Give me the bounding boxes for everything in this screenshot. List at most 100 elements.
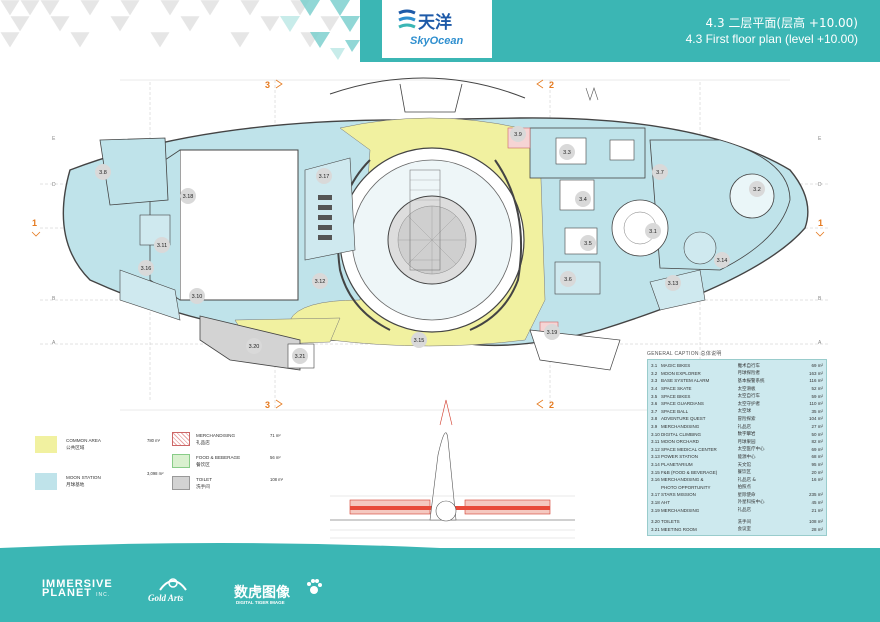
- caption-en: SPACE SKATE: [660, 386, 692, 392]
- caption-id: 3.15: [651, 469, 660, 475]
- room-label: 3.2: [753, 187, 761, 193]
- caption-cn: 天文馆: [737, 462, 752, 468]
- logo-english: SkyOcean: [410, 35, 464, 47]
- caption-area: 108 m²: [808, 519, 823, 525]
- room-3-17-hall: [179, 149, 299, 301]
- svg-text:D: D: [818, 182, 822, 188]
- caption-area: 163 m²: [808, 370, 823, 376]
- caption-id: 3.21: [651, 526, 660, 532]
- legend-moon-area: 3,098 m²: [147, 471, 164, 476]
- caption-id: 3.17: [651, 492, 660, 498]
- svg-text:D: D: [52, 182, 56, 188]
- room-labels: 3.8 3.18 3.17 3.11 3.16 3.10 3.12 3.20 3…: [95, 126, 765, 364]
- page-title-english: 4.3 First floor plan (level +10.00): [685, 32, 858, 46]
- room-label: 3.1: [649, 229, 657, 235]
- caption-id: 3.12: [651, 446, 660, 452]
- caption-en: PLANETARIUM: [660, 462, 693, 468]
- north-arrow-icon: [585, 87, 599, 101]
- legend-merch-area: 71 m²: [270, 433, 281, 438]
- caption-en: SPACE GUARDIANS: [660, 401, 704, 407]
- room-label: 3.10: [192, 294, 203, 300]
- caption-area: 68 m²: [811, 454, 823, 460]
- caption-id: 3.14: [651, 462, 660, 468]
- room-label: 3.11: [157, 243, 167, 249]
- paw-icon: [307, 579, 322, 594]
- legend-swatch-food: [172, 454, 190, 468]
- caption-id: 3.19: [651, 507, 660, 513]
- axis-mark-2-top: 2: [549, 80, 554, 90]
- svg-text:B: B: [818, 296, 822, 302]
- caption-id: 3.16: [651, 477, 660, 483]
- room-label: 3.9: [514, 132, 522, 138]
- floor-plan: 3 3 2 2 1 1 3.8 3.18 3.17 3.11 3.16 3.10…: [31, 77, 830, 539]
- room-label: 3.14: [717, 258, 728, 264]
- room-label: 3.16: [141, 266, 152, 272]
- brand1-line2: PLANET: [42, 587, 92, 599]
- brand1-inc: INC.: [96, 592, 111, 598]
- svg-text:A: A: [818, 340, 822, 346]
- room-label: 3.7: [656, 170, 664, 176]
- caption-id: 3.9: [651, 424, 658, 430]
- caption-en: ADVENTURE QUEST: [660, 416, 706, 422]
- room-label: 3.12: [315, 279, 326, 285]
- caption-en: AHT: [660, 499, 670, 505]
- caption-id: 3.4: [651, 386, 658, 392]
- caption-area: 110 m²: [809, 401, 823, 407]
- caption-area: 50 m²: [811, 431, 823, 437]
- legend-swatch-merch: [172, 432, 190, 446]
- brand-digital-tiger: 数虎图像: [234, 585, 290, 601]
- caption-id: 3.20: [651, 519, 660, 525]
- legend-common-cn: 公共区域: [66, 446, 85, 451]
- caption-area: 95 m²: [811, 462, 823, 468]
- axis-mark-2-bottom: 2: [549, 400, 554, 410]
- caption-cn: 太空自行车: [737, 394, 761, 400]
- svg-text:B: B: [52, 296, 56, 302]
- svg-text:E: E: [818, 136, 822, 142]
- room-label: 3.21: [295, 354, 306, 360]
- logo-chinese: 天洋: [418, 13, 452, 33]
- caption-cn: 数字攀岩: [737, 432, 756, 438]
- caption-area: 104 m²: [808, 416, 823, 422]
- room-label: 3.18: [183, 194, 194, 200]
- brand-gold-arts: Gold Arts: [148, 593, 184, 603]
- caption-cn: 月球果园: [737, 439, 756, 445]
- brand1-line1: IMMERSIVE: [42, 578, 113, 590]
- caption-area: 235 m²: [808, 492, 823, 498]
- caption-en: MEETING ROOM: [660, 526, 697, 532]
- section-elevation: [330, 399, 575, 539]
- caption-en: SPACE BIKES: [660, 393, 691, 399]
- caption-en: MOON EXPLORER: [660, 370, 701, 376]
- legend-moon-en: MOON STATION: [66, 475, 101, 480]
- caption-cn: 太空守护者: [737, 401, 761, 407]
- caption-area: 59 m²: [811, 393, 823, 399]
- axis-mark-1-right: 1: [818, 218, 823, 228]
- caption-cn: 洗手间: [737, 519, 752, 525]
- caption-en: SPACE MEDICAL CENTER: [660, 446, 717, 452]
- legend-common-area: 780 m²: [147, 438, 161, 443]
- brand-digital-tiger-sub: DIGITAL TIGER IMAGE: [236, 600, 285, 605]
- logo-box: [382, 0, 492, 58]
- caption-area: 82 m²: [811, 439, 823, 445]
- caption-id: 3.5: [651, 393, 658, 399]
- caption-cn: 月球探险者: [737, 371, 761, 377]
- caption-en: MOON ORCHARD: [660, 439, 699, 445]
- caption-en: MAGIC BIKES: [660, 363, 691, 369]
- caption-area: 69 m²: [811, 446, 823, 452]
- caption-en: MERCHANDISING &: [660, 477, 704, 483]
- legend-food-area: 56 m²: [270, 455, 281, 460]
- legend-food-cn: 餐饮区: [196, 463, 210, 468]
- caption-cn: 拍照点: [737, 485, 752, 491]
- caption-en: STARS MISSION: [660, 492, 696, 498]
